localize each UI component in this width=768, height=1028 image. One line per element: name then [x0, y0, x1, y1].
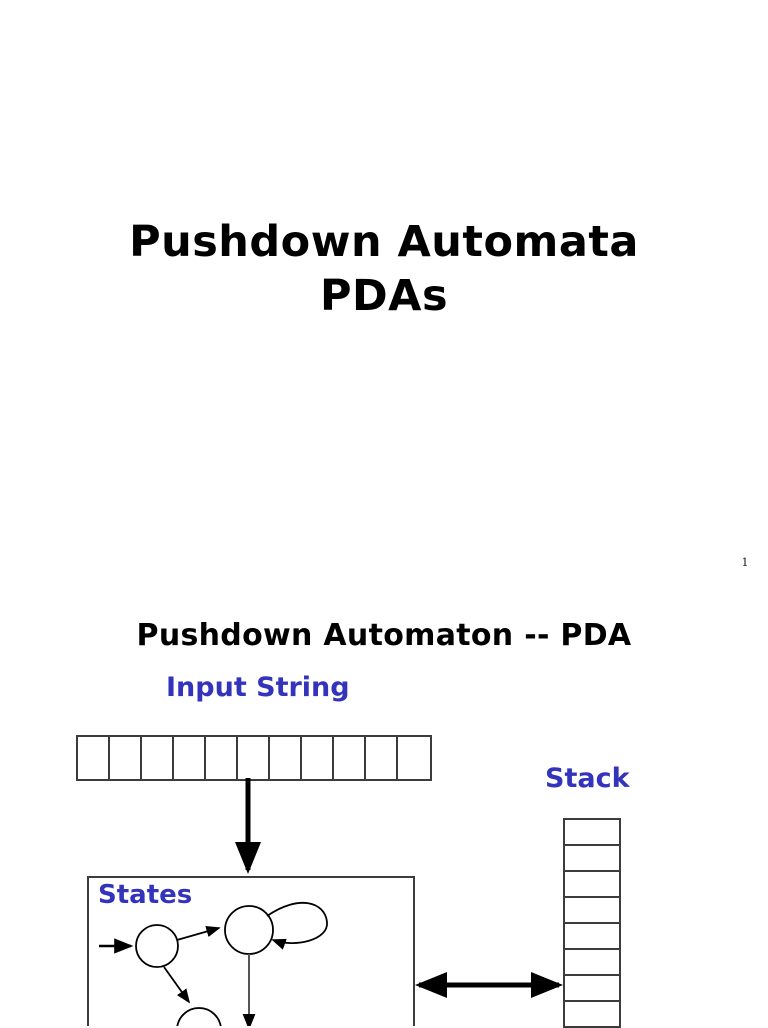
tape-cell [206, 737, 238, 779]
state-circle-q0 [135, 924, 179, 968]
stack-cell [565, 820, 619, 846]
tape-cell [174, 737, 206, 779]
stack-cell [565, 950, 619, 976]
transition-q0-q1 [176, 925, 221, 941]
tape-cell [142, 737, 174, 779]
tape-cell [270, 737, 302, 779]
tape-cell [110, 737, 142, 779]
stack-cell [565, 924, 619, 950]
stack-cell [565, 898, 619, 924]
transition-q0-q2 [163, 966, 191, 1004]
state-circle-q2 [176, 1007, 222, 1026]
states-box [87, 876, 415, 1026]
tape-cell [334, 737, 366, 779]
self-loop-q1 [266, 901, 328, 950]
title-slide: Pushdown Automata PDAs [129, 216, 639, 321]
page-title: Pushdown Automata PDAs [129, 216, 639, 321]
state-circle-q1 [224, 905, 274, 955]
stack-cell [565, 976, 619, 1002]
slide-heading: Pushdown Automaton -- PDA [136, 617, 632, 653]
page-number: 1 [741, 556, 749, 569]
input-tape [76, 735, 432, 781]
stack-label: Stack [545, 763, 630, 794]
stack-cell [565, 1002, 619, 1028]
stack-cell [565, 846, 619, 872]
tape-cell [398, 737, 430, 779]
tape-cell [78, 737, 110, 779]
tape-cell [238, 737, 270, 779]
input-string-label: Input String [166, 672, 350, 703]
tape-cell [302, 737, 334, 779]
states-label: States [98, 880, 193, 910]
pda-diagram-slide: Pushdown Automaton -- PDA Input String S… [0, 560, 768, 1028]
tape-cell [366, 737, 398, 779]
state-diagram [99, 901, 328, 1026]
stack-cell [565, 872, 619, 898]
stack-column [563, 818, 621, 1028]
